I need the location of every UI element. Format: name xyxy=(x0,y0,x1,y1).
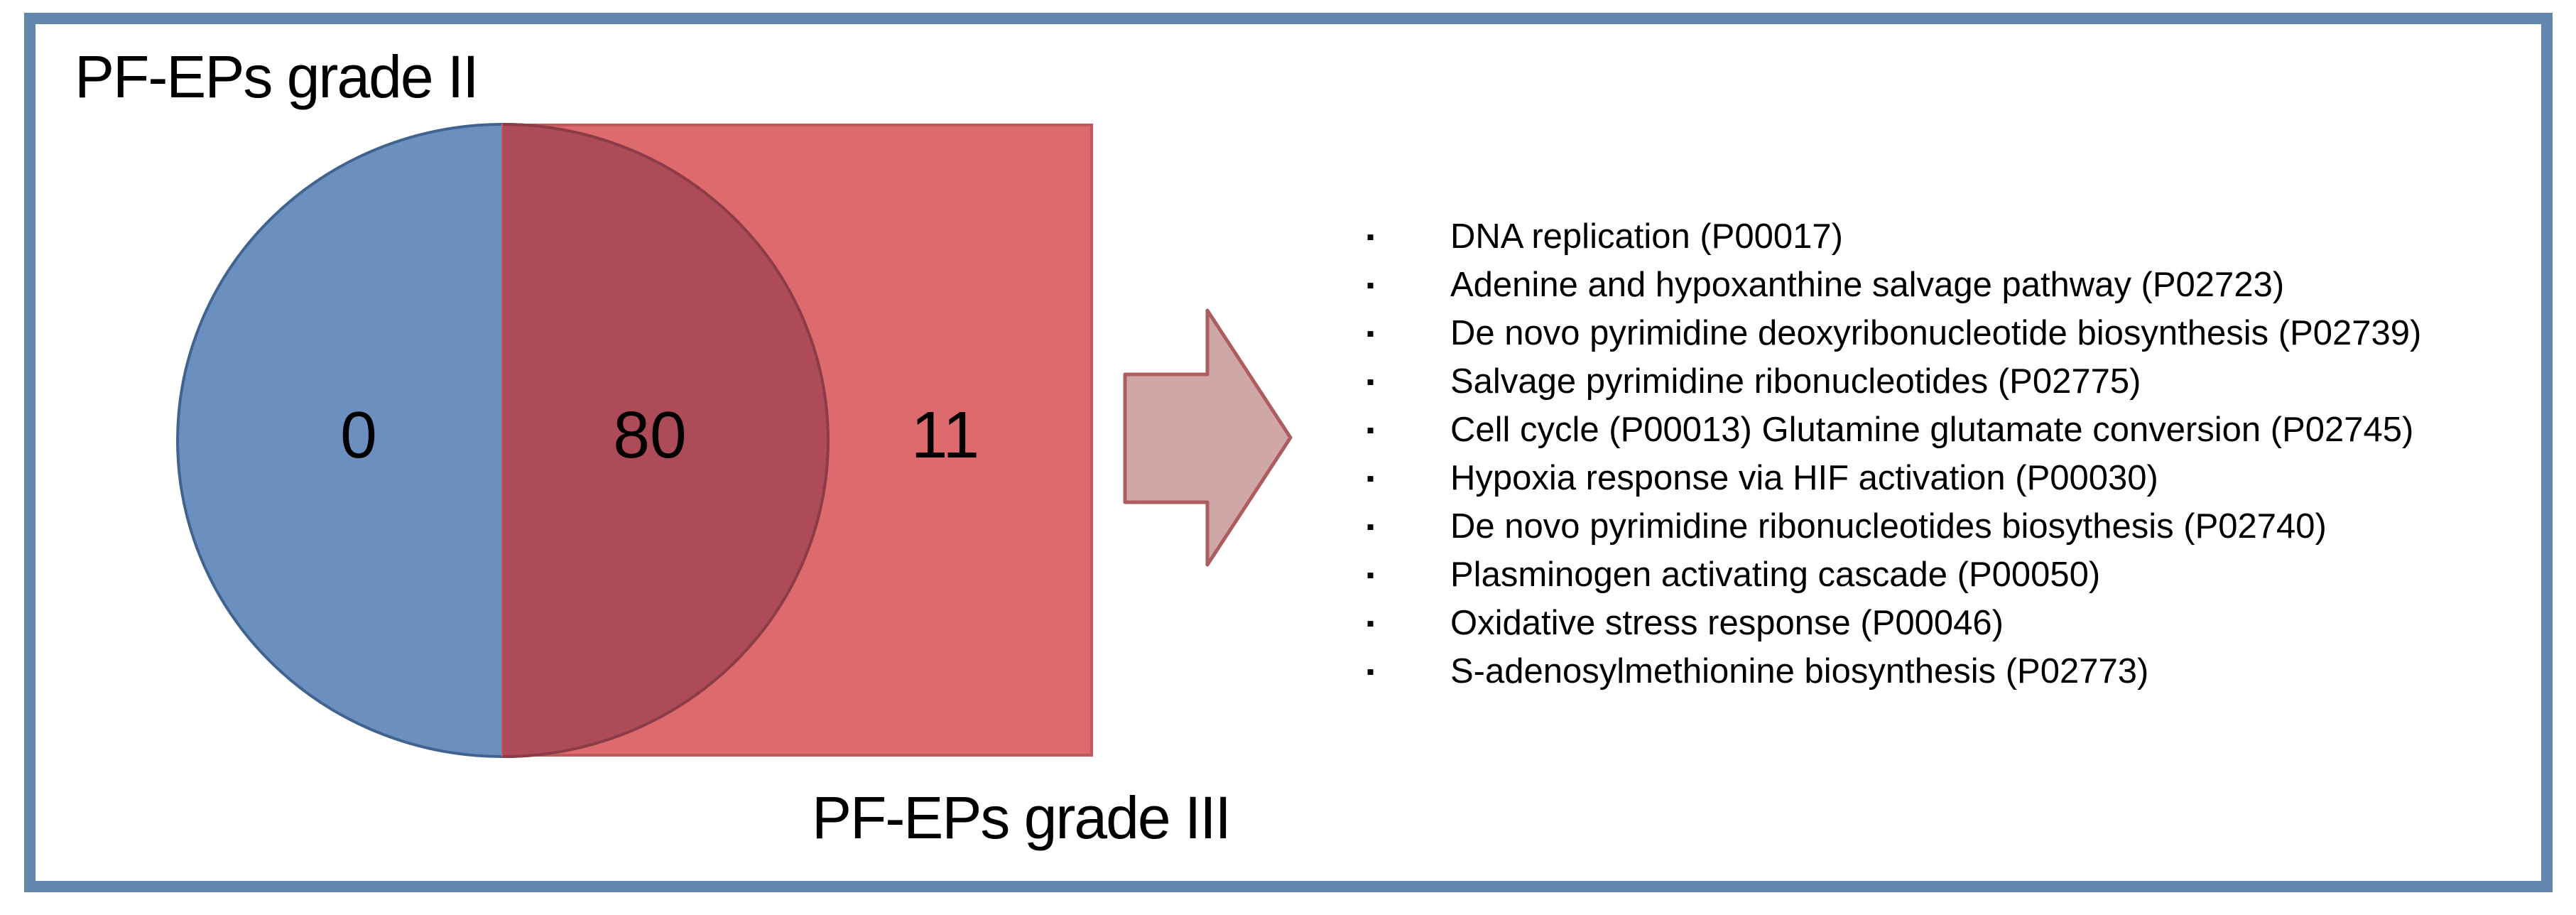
pathway-text: Adenine and hypoxanthine salvage pathway… xyxy=(1450,266,2285,304)
pathway-text: De novo pyrimidine deoxyribonucleotide b… xyxy=(1450,314,2422,352)
list-item: ▪ Salvage pyrimidine ribonucleotides (P0… xyxy=(1366,357,2560,406)
pathway-text: Oxidative stress response (P00046) xyxy=(1450,604,2004,642)
list-item: ▪ S-adenosylmethionine biosynthesis (P02… xyxy=(1366,647,2560,695)
list-item: ▪ Oxidative stress response (P00046) xyxy=(1366,599,2560,647)
pathway-text: Salvage pyrimidine ribonucleotides (P027… xyxy=(1450,362,2141,401)
bullet-icon: ▪ xyxy=(1366,659,1375,684)
bullet-icon: ▪ xyxy=(1366,272,1375,298)
list-item: ▪ Cell cycle (P00013) Glutamine glutamat… xyxy=(1366,406,2560,454)
bullet-icon: ▪ xyxy=(1366,610,1375,636)
left-only-count: 0 xyxy=(340,398,377,472)
list-item: ▪ De novo pyrimidine deoxyribonucleotide… xyxy=(1366,309,2560,357)
list-item: ▪ DNA replication (P00017) xyxy=(1366,212,2560,261)
pathway-list: ▪ DNA replication (P00017) ▪ Adenine and… xyxy=(1366,212,2560,695)
list-item: ▪ Hypoxia response via HIF activation (P… xyxy=(1366,454,2560,502)
left-set-label: PF-EPs grade II xyxy=(75,43,479,110)
bullet-icon: ▪ xyxy=(1366,417,1375,443)
overlap-region xyxy=(503,123,830,758)
pathway-text: De novo pyrimidine ribonucleotides biosy… xyxy=(1450,507,2327,546)
bullet-icon: ▪ xyxy=(1366,320,1375,346)
bullet-icon: ▪ xyxy=(1366,369,1375,394)
list-item: ▪ De novo pyrimidine ribonucleotides bio… xyxy=(1366,502,2560,551)
pathway-text: Hypoxia response via HIF activation (P00… xyxy=(1450,459,2158,497)
bullet-icon: ▪ xyxy=(1366,514,1375,539)
bullet-icon: ▪ xyxy=(1366,224,1375,249)
list-item: ▪ Adenine and hypoxanthine salvage pathw… xyxy=(1366,261,2560,309)
right-only-count: 11 xyxy=(911,398,980,472)
overlap-count: 80 xyxy=(613,398,687,472)
figure-frame-border xyxy=(24,13,2553,892)
right-set-label: PF-EPs grade III xyxy=(812,784,1232,851)
bullet-icon: ▪ xyxy=(1366,465,1375,491)
pathway-text: Cell cycle (P00013) Glutamine glutamate … xyxy=(1450,411,2414,449)
list-item: ▪ Plasminogen activating cascade (P00050… xyxy=(1366,551,2560,599)
pathway-text: S-adenosylmethionine biosynthesis (P0277… xyxy=(1450,652,2149,691)
pathway-text: DNA replication (P00017) xyxy=(1450,217,1843,256)
bullet-icon: ▪ xyxy=(1366,562,1375,588)
pathway-text: Plasminogen activating cascade (P00050) xyxy=(1450,556,2101,594)
right-arrow-icon xyxy=(1123,308,1293,567)
